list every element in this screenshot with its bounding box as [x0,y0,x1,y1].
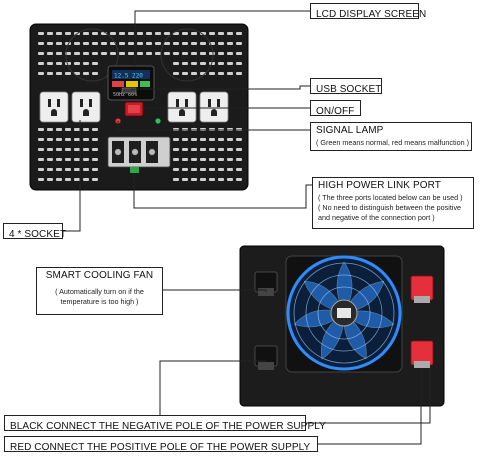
onoff-label-text: ON/OFF [316,106,355,117]
link-port-label: HIGH POWER LINK PORT ( The three ports l… [312,177,474,229]
signal-lamp-title: SIGNAL LAMP [316,125,384,136]
link-port-desc-3: and negative of the connection port ) [318,213,435,222]
fan-desc-2: temperature is too high ) [60,297,139,306]
fan-desc-1: ( Automatically turn on if the [55,287,144,296]
link-port-title: HIGH POWER LINK PORT [318,180,441,191]
socket-label: 4 * SOCKET [3,223,67,240]
link-port-desc-2: ( No need to distinguish between the pos… [318,203,462,212]
lcd-display: 12.5 220 50Hz 60% [107,65,155,101]
lcd-label-text: LCD DISPLAY SCREEN [316,9,427,20]
back-panel [239,245,445,407]
front-vent-slots [38,32,242,181]
fan-label: SMART COOLING FAN ( Automatically turn o… [36,267,163,315]
power-switch [124,101,144,117]
socket-label-text: 4 * SOCKET [9,229,67,240]
link-port-desc-1: ( The three ports located below can be u… [318,193,463,202]
signal-lamp-desc: ( Green means normal, red means malfunct… [316,138,469,147]
black-terminal-label: BLACK CONNECT THE NEGATIVE POLE OF THE P… [4,415,326,432]
positive-terminals [410,275,434,368]
black-terminal-text: BLACK CONNECT THE NEGATIVE POLE OF THE P… [10,421,326,432]
front-panel: 12.5 220 50Hz 60% [29,23,249,191]
usb-port [121,87,137,94]
terminal-block [107,136,171,173]
signal-lamp-label: SIGNAL LAMP ( Green means normal, red me… [310,122,472,151]
ac-sockets [39,91,229,123]
svg-text:50Hz 60%: 50Hz 60% [113,92,137,98]
usb-label-text: USB SOCKET [316,84,382,95]
usb-label: USB SOCKET [310,78,382,95]
cooling-fan [285,255,403,373]
onoff-label: ON/OFF [310,100,361,117]
svg-text:12.5 220: 12.5 220 [114,73,143,80]
lcd-label: LCD DISPLAY SCREEN [310,3,426,20]
red-terminal-label: RED CONNECT THE POSITIVE POLE OF THE POW… [4,436,318,453]
red-terminal-text: RED CONNECT THE POSITIVE POLE OF THE POW… [10,442,311,453]
fan-title: SMART COOLING FAN [45,270,154,281]
